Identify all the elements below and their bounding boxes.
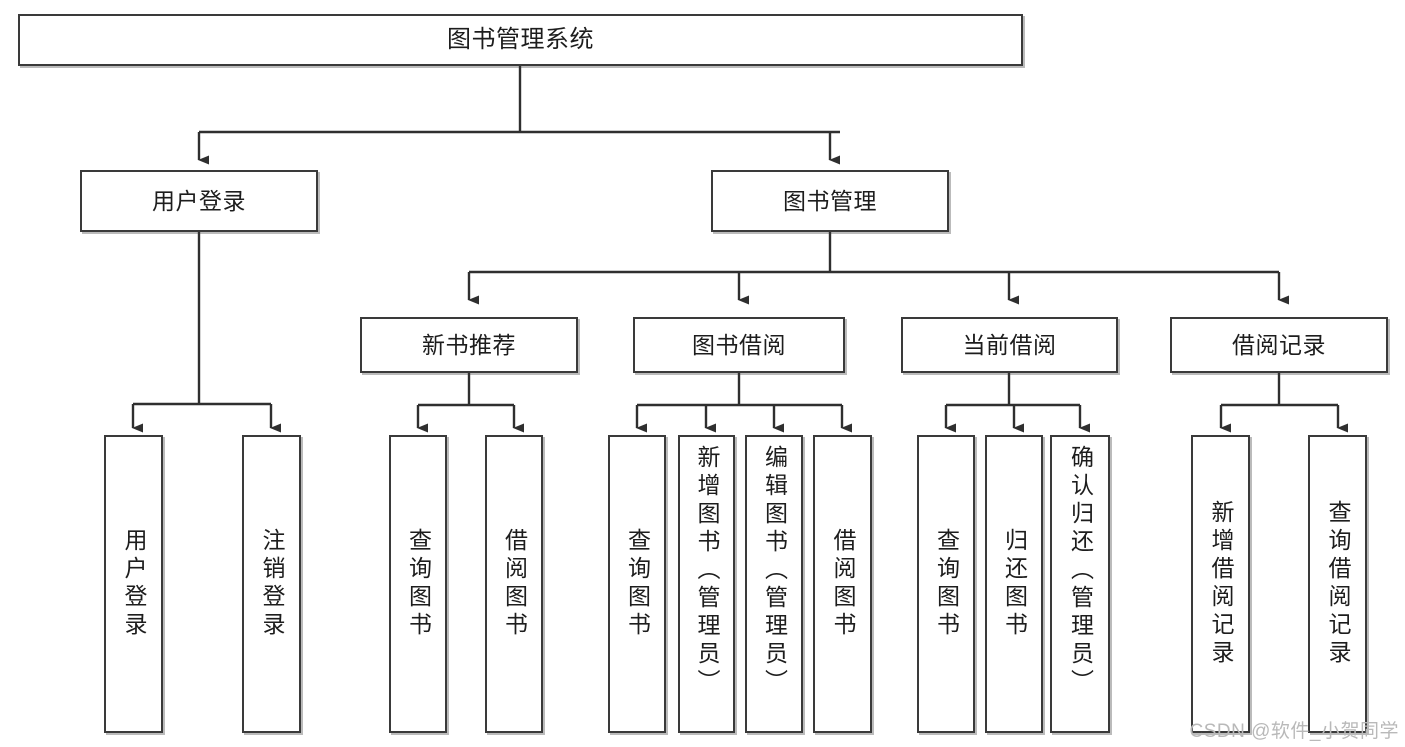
leaf-current-borrow-return-label: 归还图书 [1001,528,1028,640]
leaf-user-login-login[interactable]: 用户登录 [104,435,163,733]
node-book-manage-label: 图书管理 [783,187,877,214]
watermark-text: CSDN @软件_小贺同学 [1189,721,1399,742]
node-current-borrow[interactable]: 当前借阅 [901,317,1118,373]
node-user-login-label: 用户登录 [152,187,246,214]
leaf-book-borrow-add-label: 新增图书（管理员） [694,445,720,697]
leaf-new-book-borrow-label: 借阅图书 [501,528,528,640]
leaf-book-borrow-query-label: 查询图书 [624,528,651,640]
leaf-new-book-borrow[interactable]: 借阅图书 [485,435,543,733]
node-root-label: 图书管理系统 [447,26,594,54]
leaf-borrow-record-query[interactable]: 查询借阅记录 [1308,435,1367,733]
node-new-book-recommend[interactable]: 新书推荐 [360,317,578,373]
node-current-borrow-label: 当前借阅 [962,331,1057,358]
leaf-borrow-record-add-label: 新增借阅记录 [1208,500,1234,668]
node-root[interactable]: 图书管理系统 [18,14,1023,66]
leaf-new-book-query[interactable]: 查询图书 [389,435,447,733]
leaf-current-borrow-query-label: 查询图书 [933,528,960,640]
leaf-user-login-logout-label: 注销登录 [259,528,285,640]
leaf-book-borrow-lend[interactable]: 借阅图书 [813,435,872,733]
leaf-current-borrow-confirm[interactable]: 确认归还（管理员） [1050,435,1110,733]
leaf-book-borrow-query[interactable]: 查询图书 [608,435,666,733]
leaf-book-borrow-add[interactable]: 新增图书（管理员） [678,435,735,733]
node-book-borrow-label: 图书借阅 [692,331,786,358]
node-book-borrow[interactable]: 图书借阅 [633,317,845,373]
node-borrow-record-label: 借阅记录 [1232,331,1326,358]
leaf-user-login-login-label: 用户登录 [121,528,147,640]
node-new-book-recommend-label: 新书推荐 [422,331,516,358]
leaf-borrow-record-add[interactable]: 新增借阅记录 [1191,435,1250,733]
leaf-user-login-logout[interactable]: 注销登录 [242,435,301,733]
leaf-book-borrow-lend-label: 借阅图书 [830,528,856,640]
node-borrow-record[interactable]: 借阅记录 [1170,317,1388,373]
leaf-new-book-query-label: 查询图书 [405,528,432,640]
leaf-borrow-record-query-label: 查询借阅记录 [1325,500,1351,668]
leaf-book-borrow-edit-label: 编辑图书（管理员） [761,445,788,697]
node-book-manage[interactable]: 图书管理 [711,170,949,232]
leaf-book-borrow-edit[interactable]: 编辑图书（管理员） [745,435,803,733]
node-user-login[interactable]: 用户登录 [80,170,318,232]
leaf-current-borrow-query[interactable]: 查询图书 [917,435,975,733]
leaf-current-borrow-confirm-label: 确认归还（管理员） [1067,445,1094,697]
leaf-current-borrow-return[interactable]: 归还图书 [985,435,1043,733]
